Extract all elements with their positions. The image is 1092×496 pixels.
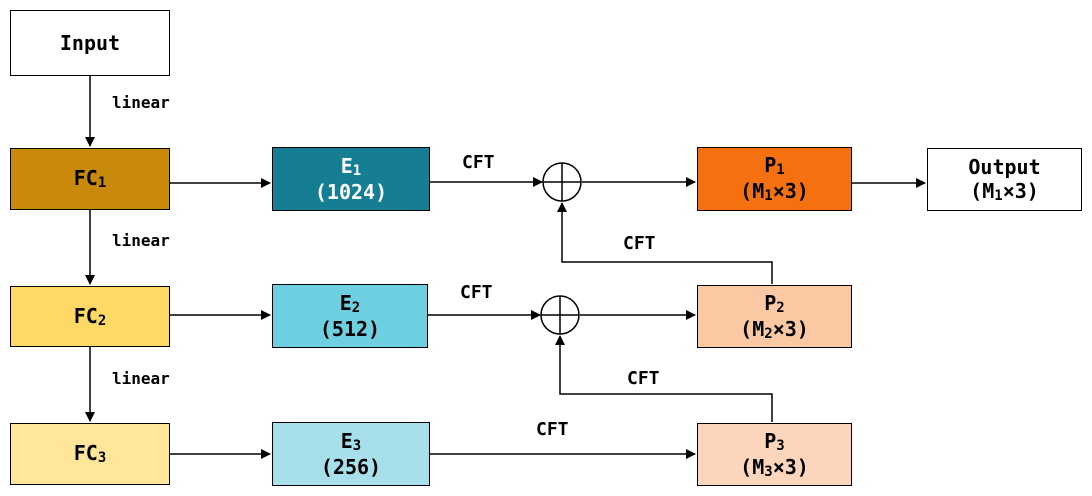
node-e1-label-wrap: E1 bbox=[341, 154, 361, 180]
node-p2-label: P bbox=[764, 290, 777, 315]
node-p2-shape: (M2×3) bbox=[740, 317, 809, 343]
edge-p2-plus1 bbox=[557, 202, 773, 284]
node-e2-label: E bbox=[339, 291, 352, 316]
node-output-shape-sub: 1 bbox=[994, 187, 1003, 204]
node-fc1-label: FC bbox=[73, 166, 98, 191]
node-e2-size: (512) bbox=[319, 316, 381, 341]
node-output: Output (M1×3) bbox=[927, 148, 1082, 211]
node-p2-shape-post: ×3) bbox=[772, 316, 809, 341]
node-p2-shape-sub: 2 bbox=[764, 325, 773, 342]
edge-p3-plus2 bbox=[555, 335, 773, 422]
node-e3-sub: 3 bbox=[352, 438, 362, 455]
node-p3: P3 (M3×3) bbox=[697, 423, 852, 486]
node-p1-label-wrap: P1 bbox=[764, 153, 784, 179]
node-fc2-sub: 2 bbox=[97, 312, 107, 329]
node-e1-size: (1024) bbox=[314, 179, 388, 204]
node-e3-label: E bbox=[340, 429, 353, 454]
node-e1-label: E bbox=[340, 154, 353, 179]
label-linear-2: linear bbox=[112, 231, 170, 250]
node-p2-shape-pre: (M bbox=[740, 316, 765, 341]
node-p3-shape-pre: (M bbox=[740, 454, 765, 479]
node-fc3: FC3 bbox=[10, 423, 170, 485]
node-input-label: Input bbox=[59, 31, 121, 55]
node-fc1: FC1 bbox=[10, 148, 170, 210]
node-fc3-label-wrap: FC3 bbox=[74, 441, 107, 467]
node-output-shape-post: ×3) bbox=[1002, 178, 1039, 203]
node-p2: P2 (M2×3) bbox=[697, 285, 852, 348]
label-linear-1: linear bbox=[112, 93, 170, 112]
label-cft-e2: CFT bbox=[460, 282, 493, 303]
node-p3-label-wrap: P3 bbox=[764, 429, 784, 455]
node-p3-sub: 3 bbox=[776, 437, 785, 454]
node-fc1-sub: 1 bbox=[97, 175, 107, 192]
label-cft-e1: CFT bbox=[462, 152, 495, 173]
node-output-label: Output bbox=[968, 154, 1041, 179]
node-e2-sub: 2 bbox=[351, 300, 361, 317]
node-p3-shape-post: ×3) bbox=[772, 454, 809, 479]
label-cft-e3: CFT bbox=[536, 419, 569, 440]
node-p1-shape-sub: 1 bbox=[764, 188, 773, 205]
node-p1: P1 (M1×3) bbox=[697, 147, 852, 211]
node-e3-size: (256) bbox=[320, 454, 382, 479]
node-output-shape: (M1×3) bbox=[970, 179, 1039, 205]
node-p3-shape: (M3×3) bbox=[740, 455, 809, 481]
label-cft-p3: CFT bbox=[627, 368, 660, 389]
node-fc2-label-wrap: FC2 bbox=[74, 304, 107, 330]
node-p1-shape-post: ×3) bbox=[772, 179, 809, 203]
node-p1-shape-pre: (M bbox=[740, 179, 765, 203]
node-p2-label-wrap: P2 bbox=[764, 291, 784, 317]
node-p3-label: P bbox=[764, 428, 777, 453]
node-input: Input bbox=[10, 10, 170, 76]
node-p2-sub: 2 bbox=[776, 299, 785, 316]
node-p1-shape: (M1×3) bbox=[740, 179, 809, 205]
node-fc3-label: FC bbox=[73, 441, 98, 466]
node-fc2: FC2 bbox=[10, 286, 170, 347]
node-p3-shape-sub: 3 bbox=[764, 463, 773, 480]
node-e1: E1 (1024) bbox=[272, 147, 430, 211]
node-e3-label-wrap: E3 bbox=[341, 429, 361, 455]
label-linear-3: linear bbox=[112, 369, 170, 388]
node-fc2-label: FC bbox=[73, 303, 98, 328]
node-fc1-label-wrap: FC1 bbox=[74, 166, 107, 192]
node-fc3-sub: 3 bbox=[97, 450, 107, 467]
node-e3: E3 (256) bbox=[272, 422, 430, 486]
node-e2-label-wrap: E2 bbox=[340, 291, 360, 317]
label-cft-p2: CFT bbox=[623, 233, 656, 254]
node-e1-sub: 1 bbox=[352, 163, 362, 180]
node-e2: E2 (512) bbox=[272, 284, 428, 348]
node-p1-sub: 1 bbox=[776, 162, 785, 179]
node-p1-label: P bbox=[764, 153, 777, 178]
node-output-shape-pre: (M bbox=[970, 178, 995, 203]
